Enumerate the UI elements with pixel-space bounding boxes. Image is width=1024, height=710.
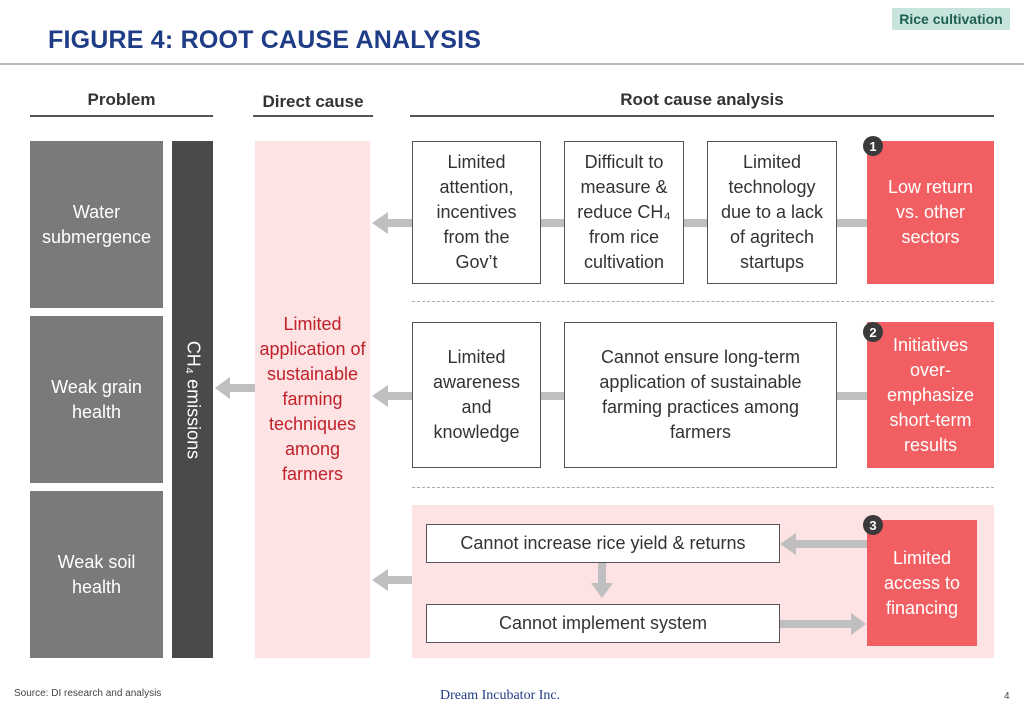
company-name: Dream Incubator Inc. <box>440 688 561 703</box>
problem-water-submergence: Water submergence <box>30 141 163 308</box>
title-divider <box>0 63 1024 65</box>
arrow-head-direct-to-emissions <box>215 377 230 399</box>
arrow-head-row2 <box>372 385 388 407</box>
connector-row1-c <box>837 219 867 227</box>
cause-box-row2-2: Cannot ensure long-term application of s… <box>564 322 837 468</box>
arrow-shaft-implement-to-financing <box>780 620 852 628</box>
column-underline-root-cause <box>410 115 994 117</box>
arrow-shaft-yield-to-implement <box>598 558 606 584</box>
row-divider-1 <box>412 301 994 302</box>
page-title: FIGURE 4: ROOT CAUSE ANALYSIS <box>48 26 482 54</box>
arrow-shaft-financing-to-yield <box>795 540 867 548</box>
direct-cause-panel: Limited application of sustainable farmi… <box>255 141 370 658</box>
cause-box-row2-1: Limited awareness and knowledge <box>412 322 541 468</box>
arrow-shaft-direct-to-emissions <box>228 384 255 392</box>
source-note: Source: DI research and analysis <box>14 688 162 699</box>
badge-row2: 2 <box>863 322 883 342</box>
connector-row1-b <box>672 219 707 227</box>
arrow-head-row3 <box>372 569 388 591</box>
cause-box-row3-yield: Cannot increase rice yield & returns <box>426 524 780 563</box>
root-cause-row2: Initiatives over-emphasize short-term re… <box>867 322 994 468</box>
column-underline-direct-cause <box>253 115 373 117</box>
arrow-head-financing-to-yield <box>780 533 796 555</box>
badge-row1: 1 <box>863 136 883 156</box>
row-divider-2 <box>412 487 994 488</box>
direct-cause-text: Limited application of sustainable farmi… <box>259 314 366 484</box>
page-number: 4 <box>1004 691 1010 702</box>
column-header-root-cause: Root cause analysis <box>620 90 784 109</box>
cause-box-row1-2: Difficult to measure & reduce CH₄ from r… <box>564 141 684 284</box>
category-tag: Rice cultivation <box>892 8 1010 30</box>
column-header-problem: Problem <box>87 90 156 109</box>
problem-weak-soil-health: Weak soil health <box>30 491 163 658</box>
arrow-head-row1 <box>372 212 388 234</box>
arrow-head-implement-to-financing <box>851 613 866 635</box>
arrow-shaft-row2 <box>387 392 412 400</box>
arrow-shaft-row1 <box>387 219 412 227</box>
cause-box-row3-implement: Cannot implement system <box>426 604 780 643</box>
root-cause-row3: Limited access to financing <box>867 520 977 646</box>
column-underline-problem <box>30 115 213 117</box>
arrow-shaft-row3 <box>387 576 412 584</box>
connector-row1-a <box>541 219 565 227</box>
arrow-head-yield-to-implement <box>591 583 613 598</box>
problem-weak-grain-health: Weak grain health <box>30 316 163 483</box>
connector-row2-b <box>837 392 867 400</box>
ch4-emissions-bar: CH₄ emissions <box>172 141 213 658</box>
cause-box-row1-1: Limited attention, incentives from the G… <box>412 141 541 284</box>
cause-box-row1-3: Limited technology due to a lack of agri… <box>707 141 837 284</box>
connector-row2-a <box>541 392 565 400</box>
column-header-direct-cause: Direct cause <box>262 92 364 111</box>
root-cause-row1: Low return vs. other sectors <box>867 141 994 284</box>
badge-row3: 3 <box>863 515 883 535</box>
